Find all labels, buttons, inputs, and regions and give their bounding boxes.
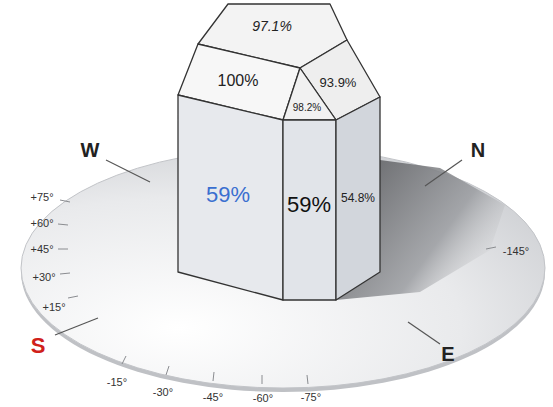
degree-label: -145° <box>503 246 529 257</box>
compass-letter: N <box>471 140 485 160</box>
degree-label: +45° <box>30 244 53 255</box>
degree-label: -15° <box>107 377 127 388</box>
percentage-value: 93.9% <box>320 76 357 89</box>
face-polygon <box>178 95 283 300</box>
percentage-value: 54.8% <box>341 192 375 204</box>
degree-label: -60° <box>253 393 273 404</box>
front-wall: 59% <box>283 120 336 300</box>
compass-letter: S <box>31 335 46 357</box>
degree-label: +15° <box>42 302 65 313</box>
compass-letter: W <box>81 140 100 160</box>
face-polygon <box>336 97 380 300</box>
face-polygon <box>283 120 336 300</box>
face-polygon <box>283 68 336 120</box>
percentage-value: 97.1% <box>252 19 292 33</box>
compass-letter: E <box>441 344 454 364</box>
percentage-value: 59% <box>287 194 331 216</box>
percentage-value: 100% <box>218 73 259 89</box>
percentage-value: 59% <box>206 184 250 206</box>
degree-label: -45° <box>203 392 223 403</box>
left-wall: 59% <box>178 95 283 300</box>
right-wall: 54.8% <box>336 97 380 300</box>
degree-label: -30° <box>153 387 173 398</box>
degree-label: +30° <box>32 272 55 283</box>
degree-label: +75° <box>30 192 53 203</box>
percentage-value: 98.2% <box>293 103 321 113</box>
degree-label: +60° <box>30 218 53 229</box>
degree-label: -75° <box>301 392 321 403</box>
